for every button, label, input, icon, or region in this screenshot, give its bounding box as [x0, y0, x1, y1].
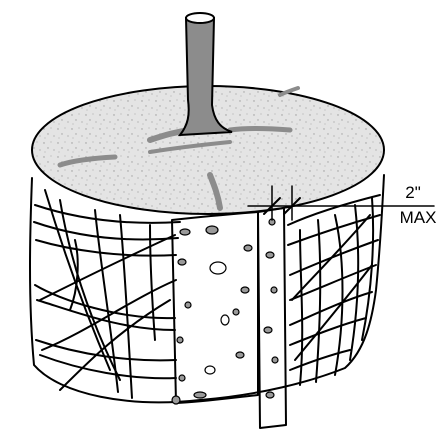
dimension-value-label: 2"	[405, 183, 421, 202]
cutaway-wall	[171, 211, 259, 404]
tree-trunk	[177, 17, 233, 137]
burlap-twine-left	[33, 189, 181, 399]
burlap-twine-right	[287, 194, 381, 386]
root-ball-side	[29, 174, 385, 404]
soil-voids	[171, 218, 279, 405]
trunk-top	[185, 12, 215, 24]
dimension-marker	[247, 185, 435, 221]
dimension-limit-label: MAX	[400, 208, 437, 227]
